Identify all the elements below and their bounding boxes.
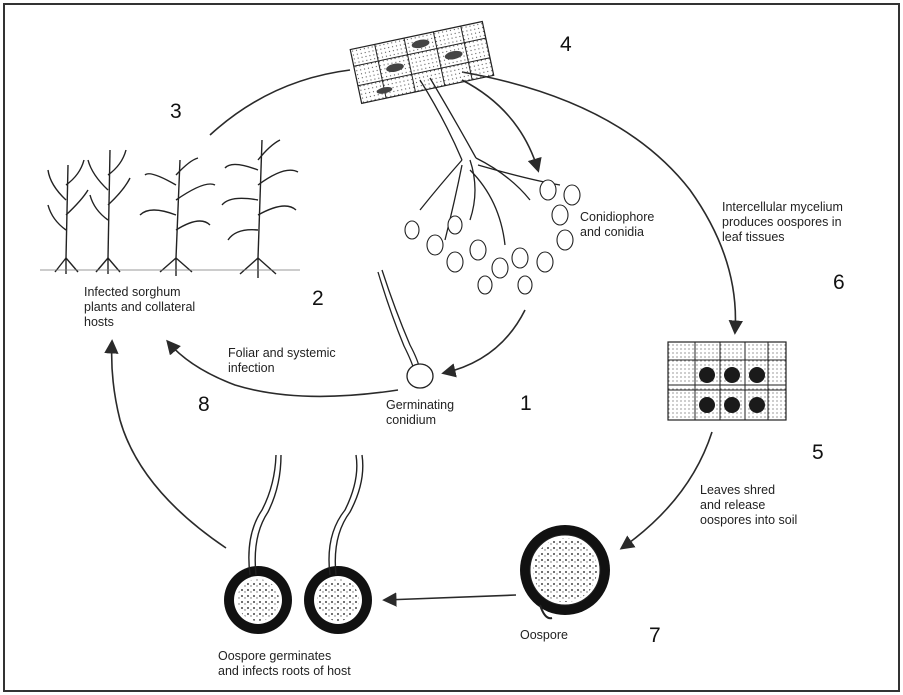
stage-number-5: 5 — [812, 441, 824, 465]
label-infected-plants: Infected sorghum plants and collateral h… — [84, 285, 254, 330]
stage-number-6: 6 — [833, 271, 845, 295]
leaf-tissue-oospores — [668, 342, 786, 420]
arrow-7-to-oospore-germ — [385, 595, 516, 600]
arrow-tissue-to-conidia — [462, 80, 538, 170]
stage-number-2: 2 — [312, 287, 324, 311]
label-foliar-infection: Foliar and systemic infection — [228, 346, 388, 376]
oospore-germ-1 — [224, 455, 292, 634]
label-oospore: Oospore — [520, 628, 620, 643]
arrow-conidia-to-germ — [444, 310, 525, 373]
stage-number-4: 4 — [560, 33, 572, 57]
plant-2 — [88, 150, 130, 274]
cycle-arrows — [112, 70, 736, 600]
conidiophore — [420, 78, 560, 245]
label-leaves-shred: Leaves shred and release oospores into s… — [700, 483, 860, 528]
label-intercellular-mycelium: Intercellular mycelium produces oospores… — [722, 200, 892, 245]
leaf-tissue-top — [350, 22, 493, 104]
arrow-5-to-7 — [622, 432, 712, 548]
stage-number-3: 3 — [170, 100, 182, 124]
stage-number-8: 8 — [198, 393, 210, 417]
label-germinating-conidium: Germinating conidium — [386, 398, 506, 428]
plant-3 — [140, 158, 215, 276]
stage-number-1: 1 — [520, 392, 532, 416]
germinating-oospores — [224, 455, 372, 634]
arrow-3-to-4 — [210, 70, 350, 135]
oospore-germ-2 — [304, 455, 372, 634]
oospore-large — [520, 525, 610, 618]
arrow-4-to-5 — [462, 72, 735, 332]
label-oospore-germinates: Oospore germinates and infects roots of … — [218, 649, 418, 679]
plant-1 — [48, 160, 88, 274]
sorghum-plants — [40, 140, 300, 278]
label-conidiophore: Conidiophore and conidia — [580, 210, 710, 240]
plant-4 — [222, 140, 298, 278]
stage-number-7: 7 — [649, 624, 661, 648]
